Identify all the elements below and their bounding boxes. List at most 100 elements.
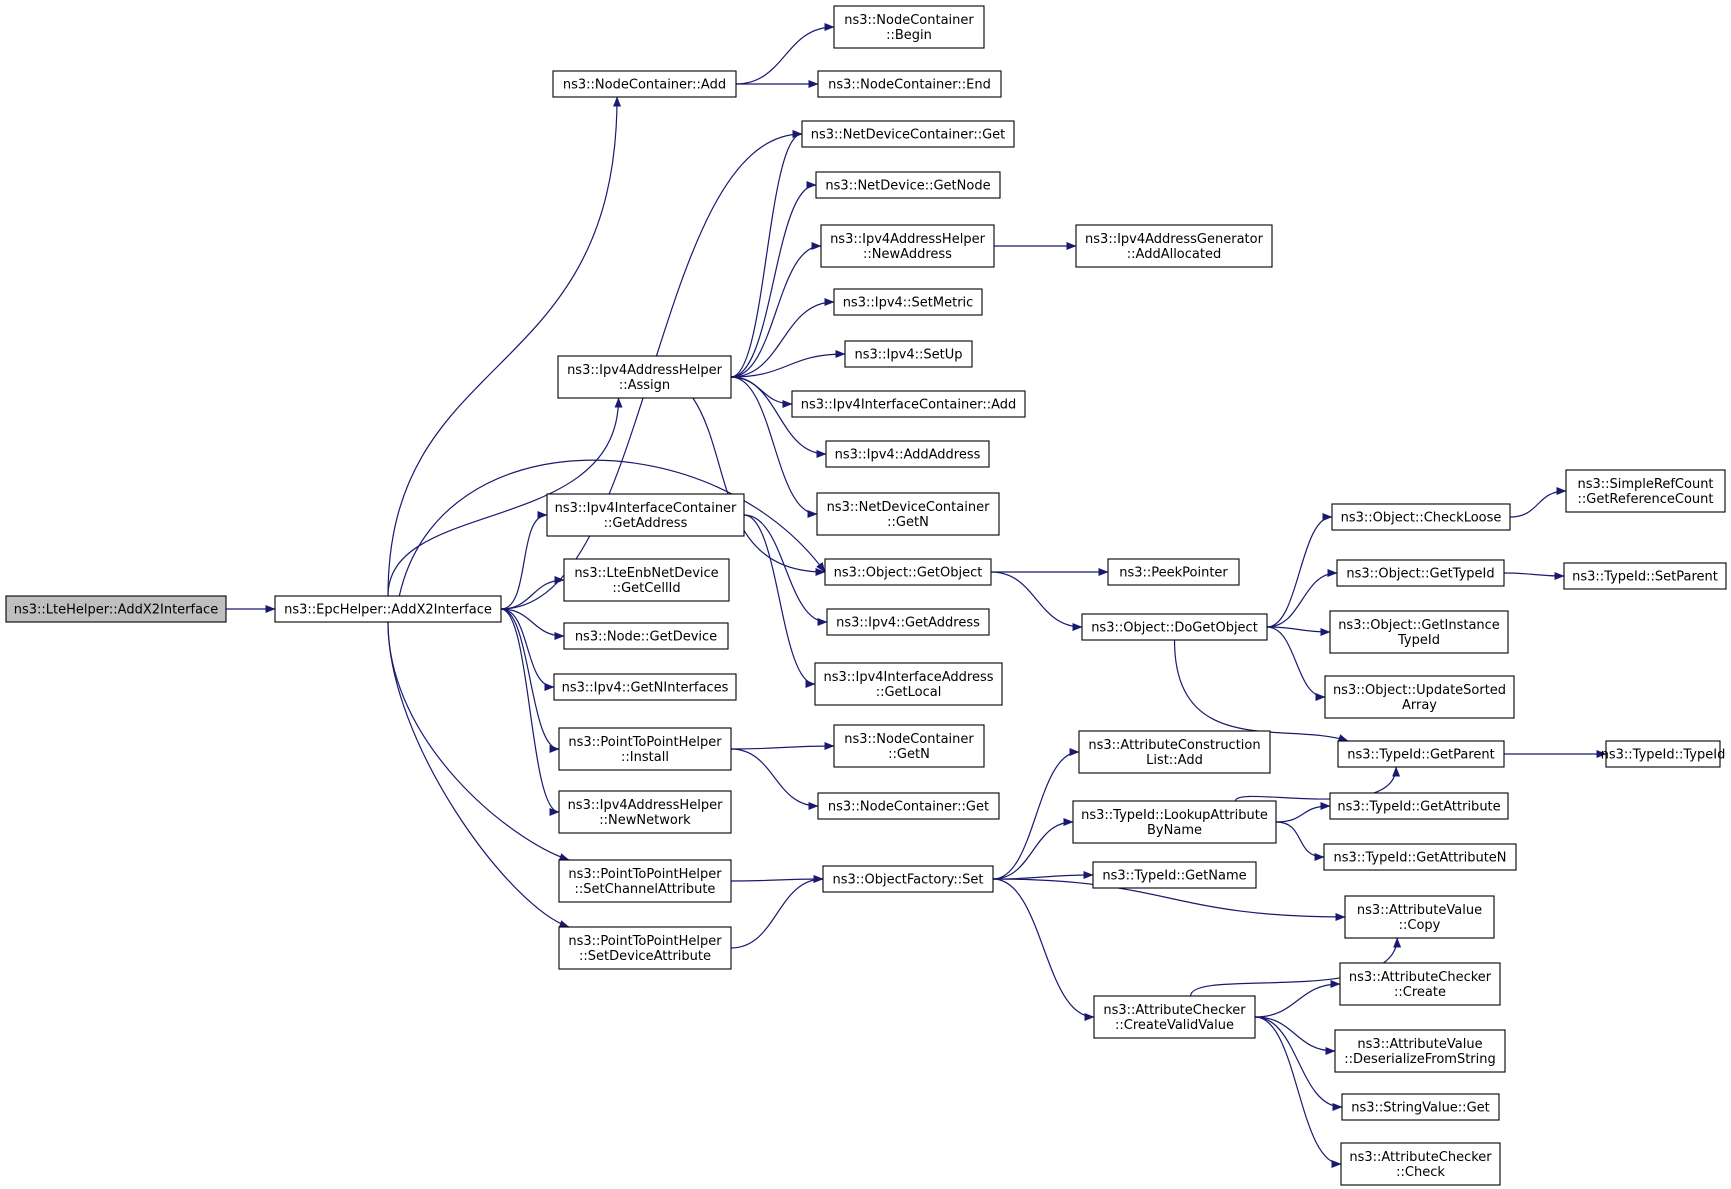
node-nc-add[interactable]: ns3::NodeContainer::Add bbox=[552, 70, 737, 98]
node-box bbox=[826, 608, 990, 636]
node-sv-get[interactable]: ns3::StringValue::Get bbox=[1341, 1093, 1500, 1121]
node-box bbox=[552, 70, 737, 98]
node-iah-newaddr[interactable]: ns3::Ipv4AddressHelper::NewAddress bbox=[820, 224, 995, 268]
edge-tid_lookup-to-tid_getparent bbox=[1234, 766, 1401, 802]
node-nc-get[interactable]: ns3::NodeContainer::Get bbox=[817, 792, 1000, 820]
node-label: ::Assign bbox=[619, 378, 670, 393]
node-av-copy[interactable]: ns3::AttributeValue::Copy bbox=[1344, 895, 1495, 939]
node-label: ns3::NetDevice::GetNode bbox=[825, 179, 990, 194]
node-box bbox=[1334, 1029, 1506, 1073]
edge-obj_getobject-to-obj_dogetobject bbox=[990, 571, 1083, 631]
node-box bbox=[820, 224, 995, 268]
node-label: ns3::TypeId::GetAttribute bbox=[1337, 800, 1500, 815]
node-box bbox=[1344, 895, 1495, 939]
node-lte[interactable]: ns3::LteHelper::AddX2Interface bbox=[5, 595, 227, 623]
node-label: ns3::NodeContainer::Add bbox=[563, 78, 726, 93]
node-ipv4-getaddr[interactable]: ns3::Ipv4::GetAddress bbox=[826, 608, 990, 636]
node-box bbox=[1331, 503, 1511, 531]
node-box bbox=[1341, 1093, 1500, 1121]
node-label: ns3::Ipv4::GetNInterfaces bbox=[562, 681, 729, 696]
node-p2p-install[interactable]: ns3::PointToPointHelper::Install bbox=[558, 727, 732, 771]
node-peek[interactable]: ns3::PeekPointer bbox=[1107, 558, 1240, 586]
node-p2p-devattr[interactable]: ns3::PointToPointHelper::SetDeviceAttrib… bbox=[558, 926, 732, 970]
node-ac-check[interactable]: ns3::AttributeChecker::Check bbox=[1340, 1142, 1501, 1186]
node-ipv4-getnif[interactable]: ns3::Ipv4::GetNInterfaces bbox=[553, 673, 737, 701]
node-obj-gettypeid[interactable]: ns3::Object::GetTypeId bbox=[1336, 559, 1505, 587]
node-box bbox=[1605, 740, 1721, 768]
node-p2p-chattr[interactable]: ns3::PointToPointHelper::SetChannelAttri… bbox=[558, 859, 732, 903]
edge-ac_createvalid-to-ac_create bbox=[1254, 980, 1341, 1018]
node-ndc-getn[interactable]: ns3::NetDeviceContainer::GetN bbox=[816, 492, 1000, 536]
edge-obj_gettypeid-to-tid_setparent bbox=[1503, 571, 1565, 580]
edge-iic_getaddr-to-iaddr_getlocal bbox=[743, 514, 816, 688]
node-ipv4-addaddr[interactable]: ns3::Ipv4::AddAddress bbox=[825, 440, 990, 468]
node-label: ns3::AttributeConstruction bbox=[1088, 738, 1260, 753]
edge-of_set-to-av_copy bbox=[992, 878, 1346, 921]
node-box bbox=[844, 340, 973, 368]
edge-p2p_install-to-nc_getn bbox=[730, 742, 835, 751]
node-ipv4-setup[interactable]: ns3::Ipv4::SetUp bbox=[844, 340, 973, 368]
node-label: ::Begin bbox=[886, 28, 932, 43]
node-iag-alloc[interactable]: ns3::Ipv4AddressGenerator::AddAllocated bbox=[1075, 224, 1273, 268]
edge-of_set-to-acl_add bbox=[992, 748, 1080, 880]
node-box bbox=[1336, 559, 1505, 587]
node-tid-typeid[interactable]: ns3::TypeId::TypeId bbox=[1601, 740, 1726, 768]
node-box bbox=[1323, 843, 1517, 871]
node-tid-getattr[interactable]: ns3::TypeId::GetAttribute bbox=[1329, 792, 1509, 820]
node-box bbox=[1107, 558, 1240, 586]
edge-iah_assign-to-ipv4_addaddr bbox=[730, 376, 827, 458]
node-iic-getaddr[interactable]: ns3::Ipv4InterfaceContainer::GetAddress bbox=[546, 493, 745, 537]
node-label: ::NewNetwork bbox=[599, 813, 691, 828]
node-iah-assign[interactable]: ns3::Ipv4AddressHelper::Assign bbox=[557, 355, 732, 399]
node-label: ns3::Ipv4::GetAddress bbox=[836, 616, 980, 631]
node-src-getref[interactable]: ns3::SimpleRefCount::GetReferenceCount bbox=[1565, 469, 1726, 513]
edge-iah_assign-to-iic_add bbox=[730, 376, 793, 408]
node-nd-getnode[interactable]: ns3::NetDevice::GetNode bbox=[815, 171, 1001, 199]
edge-ac_createvalid-to-av_copy bbox=[1190, 937, 1402, 997]
node-node-getdevice[interactable]: ns3::Node::GetDevice bbox=[563, 622, 729, 650]
node-of-set[interactable]: ns3::ObjectFactory::Set bbox=[822, 865, 994, 893]
node-nc-end[interactable]: ns3::NodeContainer::End bbox=[817, 70, 1002, 98]
edge-epc-to-nc_add bbox=[387, 96, 622, 597]
edge-epc-to-p2p_devattr bbox=[387, 621, 570, 928]
node-label: ns3::TypeId::GetParent bbox=[1347, 748, 1495, 763]
node-lte-cellid[interactable]: ns3::LteEnbNetDevice::GetCellId bbox=[563, 558, 730, 602]
node-nc-begin[interactable]: ns3::NodeContainer::Begin bbox=[833, 5, 985, 49]
node-tid-getname[interactable]: ns3::TypeId::GetName bbox=[1092, 861, 1257, 889]
node-box bbox=[833, 5, 985, 49]
node-ndc-get[interactable]: ns3::NetDeviceContainer::Get bbox=[801, 120, 1015, 148]
node-box bbox=[1072, 800, 1277, 844]
node-label: ns3::NodeContainer bbox=[844, 13, 974, 28]
node-label: ns3::LteHelper::AddX2Interface bbox=[14, 603, 218, 618]
node-obj-checkloose[interactable]: ns3::Object::CheckLoose bbox=[1331, 503, 1511, 531]
node-iah-newnet[interactable]: ns3::Ipv4AddressHelper::NewNetwork bbox=[558, 790, 732, 834]
node-ac-create[interactable]: ns3::AttributeChecker::Create bbox=[1339, 962, 1501, 1006]
node-label: ::GetN bbox=[888, 747, 930, 762]
node-obj-getobject[interactable]: ns3::Object::GetObject bbox=[824, 558, 992, 586]
node-ipv4-setmetric[interactable]: ns3::Ipv4::SetMetric bbox=[833, 288, 983, 316]
node-iic-add[interactable]: ns3::Ipv4InterfaceContainer::Add bbox=[791, 390, 1026, 418]
node-box bbox=[5, 595, 227, 623]
node-box bbox=[274, 595, 502, 623]
node-ac-createvalid[interactable]: ns3::AttributeChecker::CreateValidValue bbox=[1093, 995, 1256, 1039]
node-tid-getparent[interactable]: ns3::TypeId::GetParent bbox=[1337, 740, 1505, 768]
node-obj-dogetobject[interactable]: ns3::Object::DoGetObject bbox=[1081, 613, 1268, 641]
node-box bbox=[558, 926, 732, 970]
node-box bbox=[1565, 469, 1726, 513]
node-av-deser[interactable]: ns3::AttributeValue::DeserializeFromStri… bbox=[1334, 1029, 1506, 1073]
edge-epc-to-p2p_chattr bbox=[387, 621, 570, 861]
node-label: ns3::Ipv4AddressGenerator bbox=[1085, 232, 1264, 247]
node-tid-getattrn[interactable]: ns3::TypeId::GetAttributeN bbox=[1323, 843, 1517, 871]
node-iaddr-getlocal[interactable]: ns3::Ipv4InterfaceAddress::GetLocal bbox=[814, 662, 1003, 706]
node-epc[interactable]: ns3::EpcHelper::AddX2Interface bbox=[274, 595, 502, 623]
node-tid-setparent[interactable]: ns3::TypeId::SetParent bbox=[1563, 562, 1727, 590]
node-box bbox=[825, 440, 990, 468]
node-nc-getn[interactable]: ns3::NodeContainer::GetN bbox=[833, 724, 985, 768]
node-label: ::SetDeviceAttribute bbox=[579, 949, 711, 964]
node-box bbox=[553, 673, 737, 701]
node-label: List::Add bbox=[1146, 753, 1203, 768]
